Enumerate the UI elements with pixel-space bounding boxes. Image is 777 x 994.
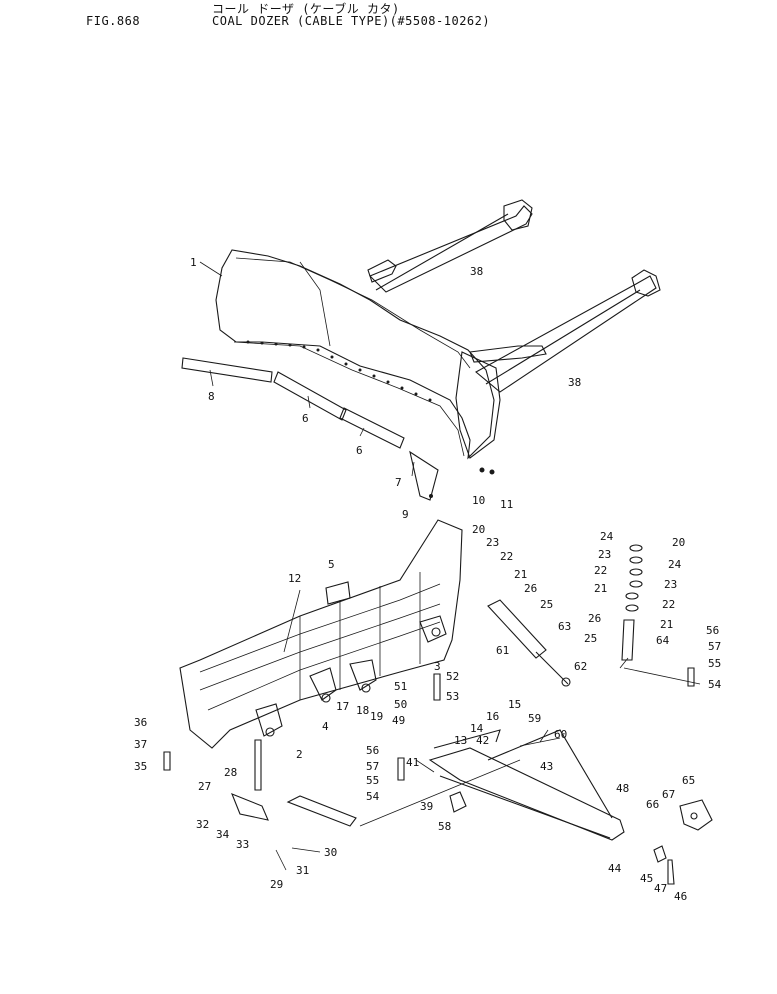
callout: 20	[672, 536, 685, 549]
callout: 42	[476, 734, 489, 747]
callout: 32	[196, 818, 209, 831]
callout: 54	[708, 678, 722, 691]
callout: 24	[668, 558, 682, 571]
callout: 16	[486, 710, 499, 723]
callout: 15	[508, 698, 521, 711]
callout: 44	[608, 862, 622, 875]
callout: 21	[660, 618, 673, 631]
callout: 21	[594, 582, 607, 595]
callout: 6	[302, 412, 309, 425]
callout: 5	[328, 558, 335, 571]
callout: 38	[470, 265, 483, 278]
callout: 55	[366, 774, 379, 787]
callout: 14	[470, 722, 484, 735]
callout: 57	[366, 760, 379, 773]
callout: 27	[198, 780, 211, 793]
callout: 51	[394, 680, 407, 693]
callout: 10	[472, 494, 485, 507]
leader-lines	[199, 261, 701, 871]
cutting-edges	[181, 357, 439, 501]
callout: 67	[662, 788, 675, 801]
callout: 25	[540, 598, 553, 611]
callout: 54	[366, 790, 380, 803]
pins-bolts	[163, 667, 695, 885]
callout: 61	[496, 644, 509, 657]
callout: 47	[654, 882, 667, 895]
callout: 26	[524, 582, 537, 595]
callout: 60	[554, 728, 567, 741]
callout: 22	[500, 550, 513, 563]
callout: 39	[420, 800, 433, 813]
callout: 53	[446, 690, 459, 703]
callout: 52	[446, 670, 459, 683]
cylinder-lower	[286, 795, 357, 827]
blade-assembly-lower	[179, 519, 463, 749]
callout: 56	[366, 744, 379, 757]
callout: 35	[134, 760, 147, 773]
blade-bolt-row	[246, 340, 432, 402]
callout: 23	[486, 536, 499, 549]
callout: 33	[236, 838, 249, 851]
hardware-10-11	[429, 467, 495, 498]
callout: 36	[134, 716, 147, 729]
callout: 50	[394, 698, 407, 711]
cylinder-61	[487, 599, 571, 687]
callout: 6	[356, 444, 363, 457]
callout: 56	[706, 624, 719, 637]
callout: 25	[584, 632, 597, 645]
blade-assembly-upper	[215, 199, 661, 460]
callout: 63	[558, 620, 571, 633]
japanese-title: コール ドーザ (ケーブル カタ)	[212, 2, 400, 16]
callout: 17	[336, 700, 349, 713]
callout: 19	[370, 710, 383, 723]
callout: 45	[640, 872, 653, 885]
callout: 28	[224, 766, 237, 779]
callout: 22	[594, 564, 607, 577]
callout: 3	[434, 660, 441, 673]
frame-59-60	[428, 729, 625, 841]
callout: 23	[664, 578, 677, 591]
callout: 59	[528, 712, 541, 725]
callout: 18	[356, 704, 369, 717]
callout: 11	[500, 498, 513, 511]
spring-stack	[621, 544, 643, 661]
callout: 12	[288, 572, 301, 585]
callout: 58	[438, 820, 451, 833]
callout: 57	[708, 640, 721, 653]
callout: 43	[540, 760, 553, 773]
callout: 65	[682, 774, 695, 787]
callout: 49	[392, 714, 405, 727]
figure-number: FIG.868	[86, 14, 141, 28]
callout: 13	[454, 734, 467, 747]
callout: 62	[574, 660, 587, 673]
callout: 30	[324, 846, 337, 859]
figure-title: COAL DOZER (CABLE TYPE)(#5508-10262)	[212, 14, 491, 28]
callout: 9	[402, 508, 409, 521]
callout: 29	[270, 878, 283, 891]
callout: 2	[296, 748, 303, 761]
callout: 23	[598, 548, 611, 561]
callout: 22	[662, 598, 675, 611]
callout: 24	[600, 530, 614, 543]
callout: 46	[674, 890, 687, 903]
callouts: 1 8 6 6 7 9 10 11 38 38 20 23 22 21 26 2…	[134, 256, 722, 903]
callout: 37	[134, 738, 147, 751]
callout: 20	[472, 523, 485, 536]
callout: 7	[395, 476, 402, 489]
callout: 64	[656, 634, 670, 647]
callout: 38	[568, 376, 581, 389]
callout: 48	[616, 782, 629, 795]
callout: 8	[208, 390, 215, 403]
callout: 4	[322, 720, 329, 733]
callout: 26	[588, 612, 601, 625]
callout: 1	[190, 256, 197, 269]
callout: 41	[406, 756, 419, 769]
callout: 21	[514, 568, 527, 581]
callout: 66	[646, 798, 659, 811]
callout: 55	[708, 657, 721, 670]
callout: 31	[296, 864, 309, 877]
callout: 34	[216, 828, 230, 841]
bracket-65	[679, 799, 713, 831]
